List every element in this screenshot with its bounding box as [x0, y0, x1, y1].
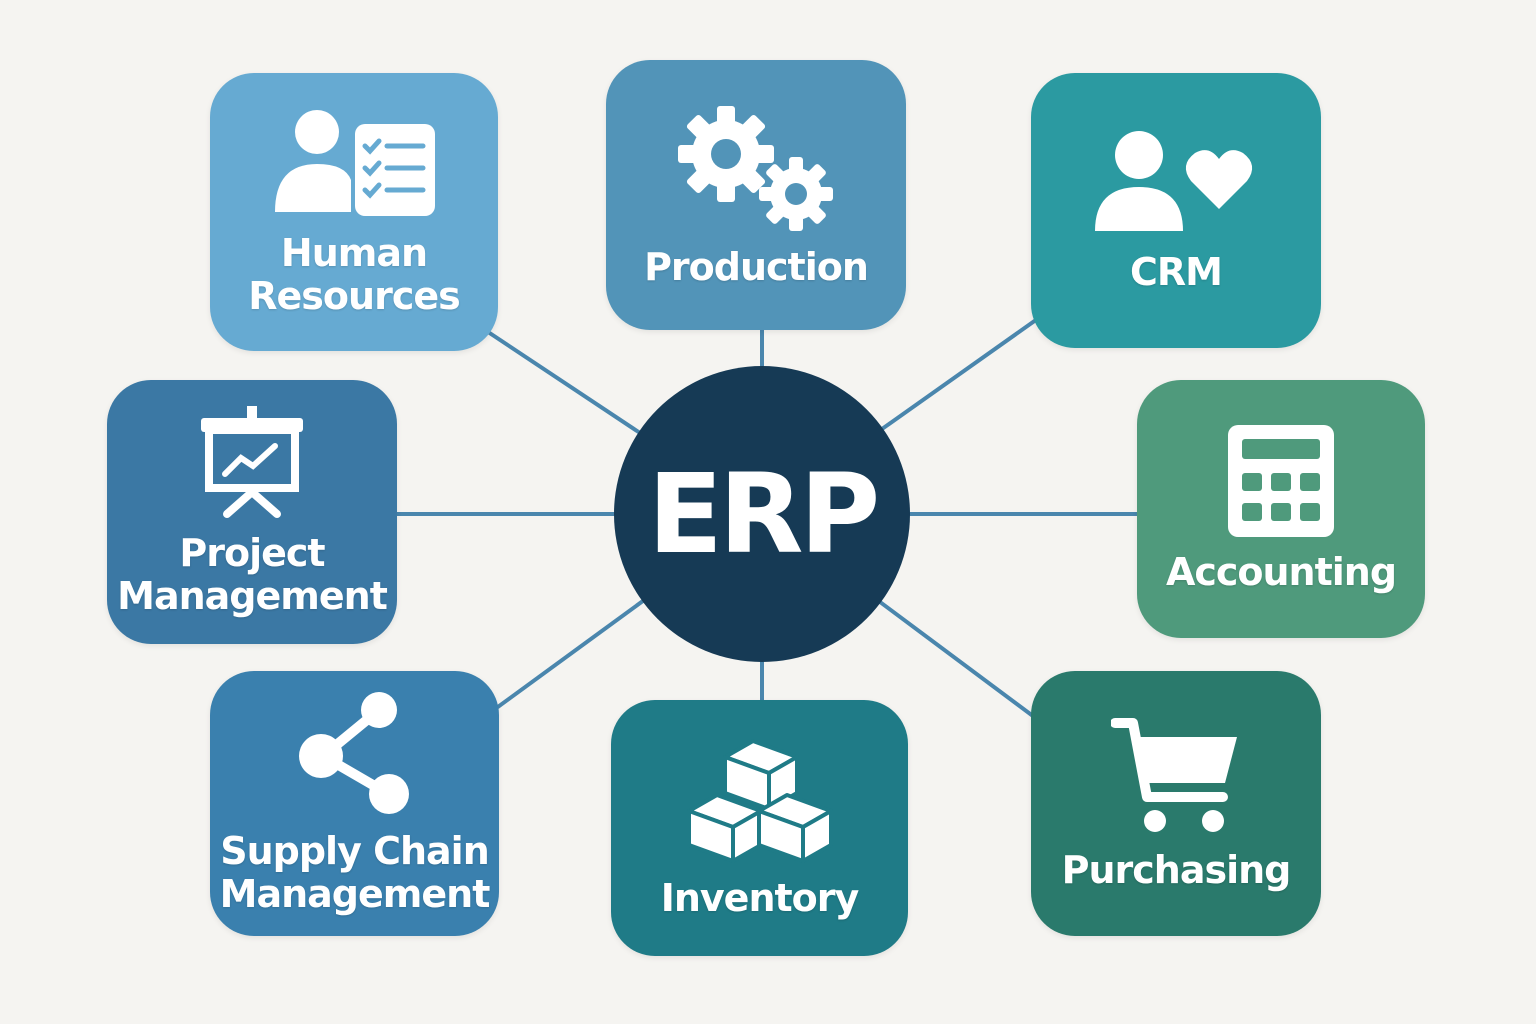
share-nodes-icon: [298, 691, 409, 814]
module-crm[interactable]: CRM: [1031, 73, 1321, 348]
presentation-chart-icon: [201, 406, 303, 518]
module-purchasing[interactable]: Purchasing: [1031, 671, 1321, 936]
shopping-cart-icon: [1111, 718, 1237, 832]
gears-icon: [678, 105, 833, 231]
module-label: CRM: [1130, 250, 1223, 294]
boxes-icon: [686, 738, 833, 863]
erp-label: ERP: [647, 450, 880, 578]
module-label: Production: [644, 244, 869, 289]
calculator-icon: [1228, 424, 1334, 537]
module-label: Inventory: [660, 875, 860, 920]
user-heart-icon: [1095, 131, 1253, 231]
module-label: Purchasing: [1061, 848, 1292, 892]
module-accounting[interactable]: Accounting: [1137, 380, 1425, 638]
module-inventory[interactable]: Inventory: [611, 700, 908, 956]
module-production[interactable]: Production: [606, 60, 906, 330]
user-checklist-icon: [275, 110, 435, 216]
erp-hub: ERP: [614, 366, 910, 662]
module-label: Accounting: [1165, 549, 1397, 594]
